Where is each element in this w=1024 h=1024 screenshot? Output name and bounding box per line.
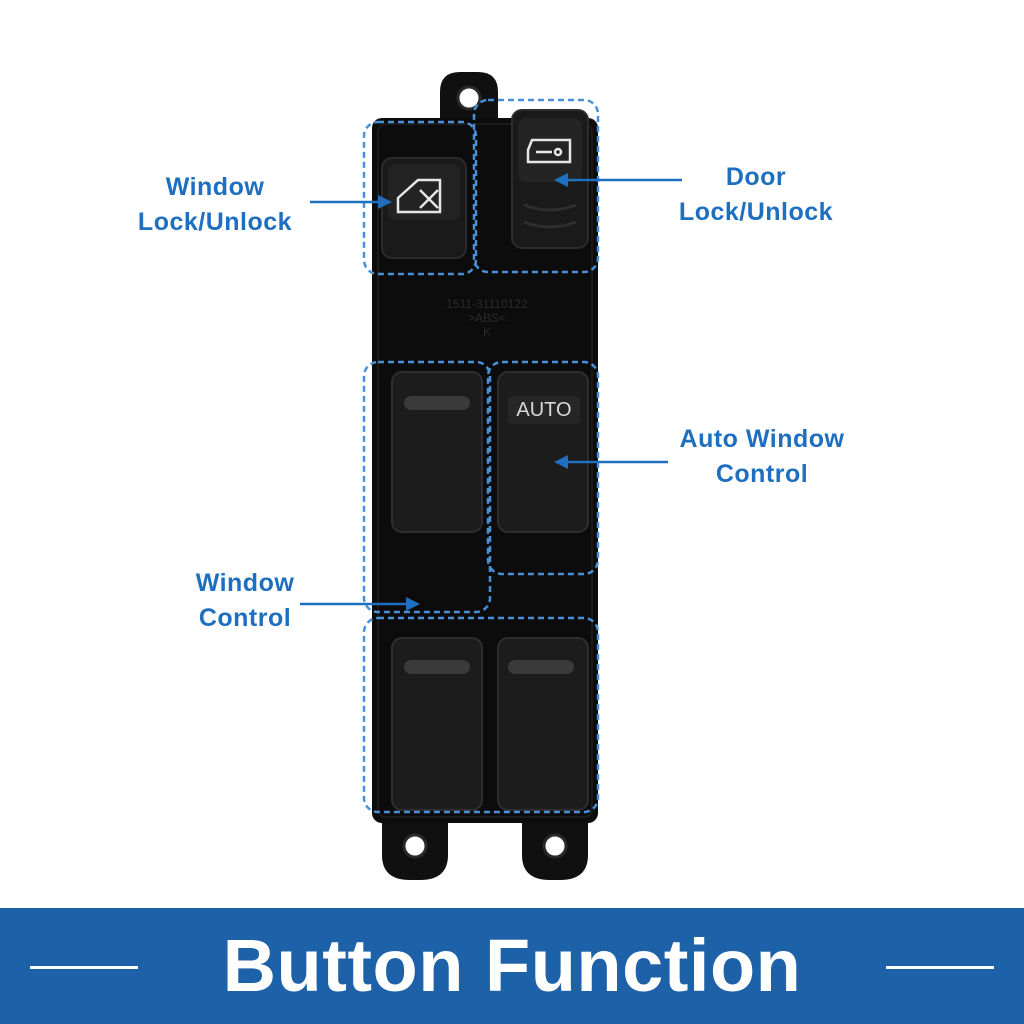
door-lock-label-line1: Door — [725, 163, 787, 191]
window-control-button[interactable] — [391, 371, 483, 533]
material-mark: >ABS< — [467, 311, 507, 325]
window-control-label-line1: Window — [195, 569, 295, 597]
rear-right-window-button[interactable] — [497, 637, 589, 811]
window-lock-outline — [362, 120, 478, 276]
door-lock-label: Door Lock/Unlock — [664, 160, 848, 230]
auto-window-label-line2: Control — [715, 460, 809, 488]
window-control-outline — [362, 360, 492, 614]
window-control-label-line2: Control — [198, 604, 292, 632]
auto-window-button[interactable] — [497, 371, 589, 533]
top-mounting-tab — [440, 72, 498, 120]
bottom-mounting-tab-left — [382, 815, 448, 880]
window-control-label: Window Control — [170, 566, 320, 636]
auto-label: AUTO — [516, 399, 572, 421]
part-number-label: 1511-31110122 >ABS< K — [420, 297, 554, 339]
banner-rule-left — [30, 966, 138, 969]
manufacturer-mark: K — [482, 325, 491, 339]
banner-rule-right — [886, 966, 994, 969]
part-number: 1511-31110122 — [446, 297, 528, 311]
window-lock-label-line1: Window — [165, 173, 265, 201]
window-lock-button[interactable] — [381, 157, 467, 259]
banner-title: Button Function — [222, 924, 802, 1007]
auto-window-label-line1: Auto Window — [679, 425, 845, 453]
auto-window-label: Auto Window Control — [660, 422, 864, 492]
door-lock-label-line2: Lock/Unlock — [678, 198, 834, 226]
rear-switches-outline — [362, 616, 600, 814]
title-banner: Button Function — [0, 908, 1024, 1024]
auto-window-outline — [486, 360, 600, 576]
door-lock-outline — [472, 98, 600, 274]
door-lock-icon — [526, 138, 572, 164]
door-lock-button[interactable] — [511, 109, 589, 249]
window-lock-label: Window Lock/Unlock — [130, 170, 300, 240]
window-lock-label-line2: Lock/Unlock — [137, 208, 293, 236]
bottom-mounting-tab-right — [522, 815, 588, 880]
rear-left-window-button[interactable] — [391, 637, 483, 811]
window-lock-icon — [396, 178, 442, 214]
